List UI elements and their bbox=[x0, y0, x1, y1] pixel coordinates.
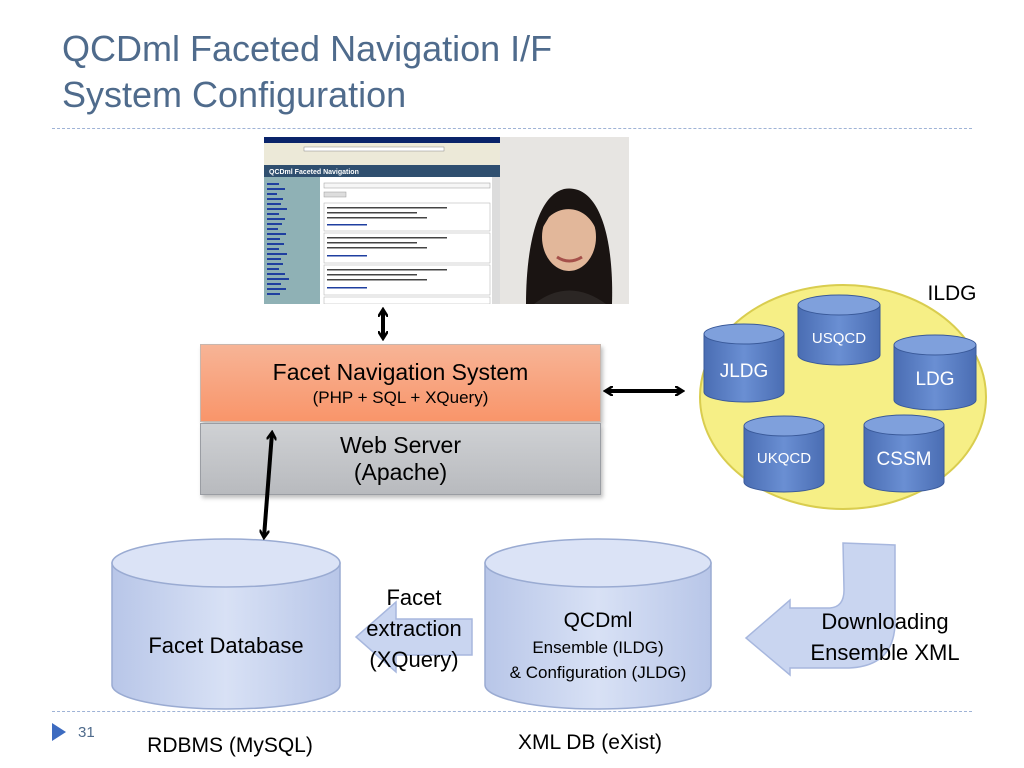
jldg-label: JLDG bbox=[720, 361, 769, 382]
fns-title: Facet Navigation System bbox=[272, 358, 529, 385]
ildg-label: ILDG bbox=[927, 282, 976, 305]
jldg-cylinder bbox=[703, 323, 785, 403]
xml-db-cylinder bbox=[484, 538, 712, 710]
xml-db-line3: & Configuration (JLDG) bbox=[510, 663, 687, 682]
slide-number: 31 bbox=[78, 724, 95, 741]
title-line-2: System Configuration bbox=[62, 74, 407, 115]
title-divider bbox=[52, 128, 972, 129]
fns-db-arrow bbox=[264, 433, 272, 537]
ukqcd-cylinder bbox=[743, 415, 825, 493]
cssm-cylinder bbox=[863, 414, 945, 493]
usqcd-label: USQCD bbox=[812, 330, 866, 347]
download-line2: Ensemble XML bbox=[810, 640, 959, 665]
slide-title: QCDml Faceted Navigation I/F System Conf… bbox=[62, 26, 962, 118]
extraction-arrow bbox=[354, 600, 473, 674]
extraction-line3: (XQuery) bbox=[369, 647, 458, 672]
app-screenshot-title: QCDml Faceted Navigation bbox=[269, 169, 359, 176]
fns-subtitle: (PHP + SQL + XQuery) bbox=[312, 387, 489, 407]
ukqcd-label: UKQCD bbox=[757, 450, 811, 467]
app-screenshot-graphic: QCDml Faceted Navigation bbox=[264, 137, 629, 304]
xml-db-caption: XML DB (eXist) bbox=[518, 731, 662, 754]
slide-bullet-icon bbox=[52, 723, 66, 741]
usqcd-cylinder bbox=[797, 294, 881, 366]
app-screenshot: QCDml Faceted Navigation bbox=[264, 137, 629, 304]
xml-db-line2: Ensemble (ILDG) bbox=[532, 638, 663, 657]
facet-db-caption: RDBMS (MySQL) bbox=[147, 734, 313, 757]
xml-db-title: QCDml bbox=[564, 609, 633, 632]
facet-database-label: Facet Database bbox=[148, 633, 303, 658]
web-server-line1: Web Server bbox=[339, 432, 461, 458]
facet-navigation-system-box: Facet Navigation System (PHP + SQL + XQu… bbox=[200, 344, 601, 422]
ldg-cylinder bbox=[893, 334, 977, 411]
download-line1: Downloading bbox=[821, 609, 948, 634]
download-arrow bbox=[744, 542, 896, 677]
title-line-1: QCDml Faceted Navigation I/F bbox=[62, 28, 553, 69]
extraction-line2: extraction bbox=[366, 616, 461, 641]
cssm-label: CSSM bbox=[877, 449, 932, 470]
footer-divider bbox=[52, 711, 972, 712]
extraction-line1: Facet bbox=[386, 585, 441, 610]
ldg-label: LDG bbox=[915, 369, 954, 390]
web-server-line2: (Apache) bbox=[353, 459, 448, 485]
facet-database-cylinder bbox=[111, 538, 341, 710]
